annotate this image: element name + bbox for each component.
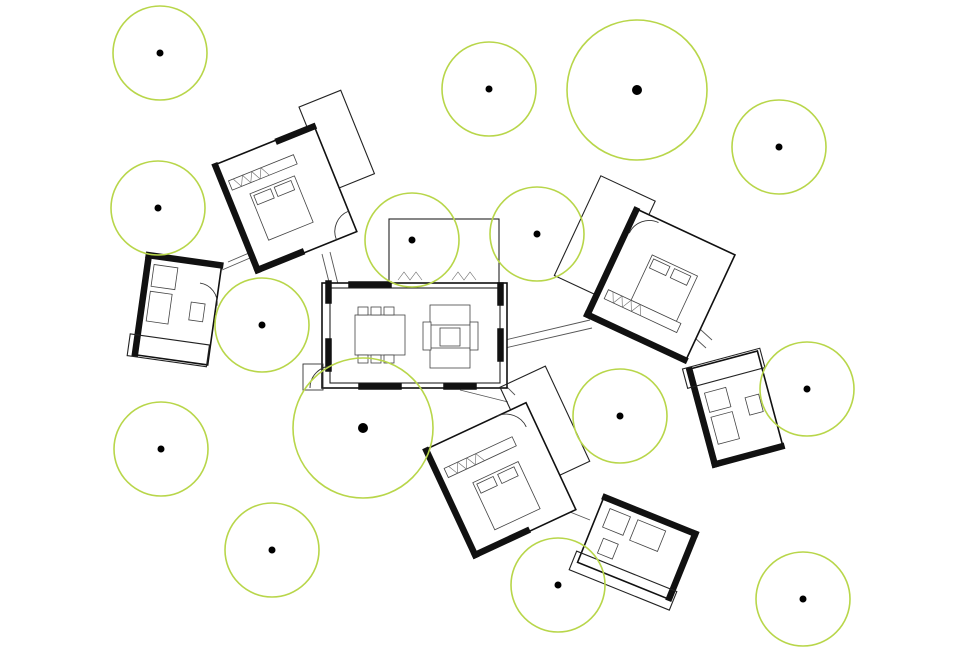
tree	[292, 357, 434, 499]
tree	[759, 341, 855, 437]
tree	[224, 502, 320, 598]
tree	[364, 192, 460, 288]
bedroom-pavilion-east	[553, 175, 737, 365]
dining-table	[354, 306, 406, 364]
tree	[572, 368, 668, 464]
bathroom-pod-south	[568, 493, 700, 611]
central-living-pavilion	[302, 218, 508, 391]
trees	[110, 5, 855, 647]
bedroom-pavilion-northwest	[211, 89, 376, 275]
bathroom-pod-west	[126, 251, 224, 368]
lounge-sofas	[422, 304, 479, 369]
tree	[755, 551, 851, 647]
tree	[441, 41, 537, 137]
tree	[110, 160, 206, 256]
tree	[113, 401, 209, 497]
bathroom-pod-east	[681, 347, 786, 469]
tree	[731, 99, 827, 195]
tree	[214, 277, 310, 373]
tree	[489, 186, 585, 282]
tree	[510, 537, 606, 633]
tree	[566, 19, 708, 161]
bedroom-pavilion-south	[422, 365, 591, 560]
tree	[112, 5, 208, 101]
